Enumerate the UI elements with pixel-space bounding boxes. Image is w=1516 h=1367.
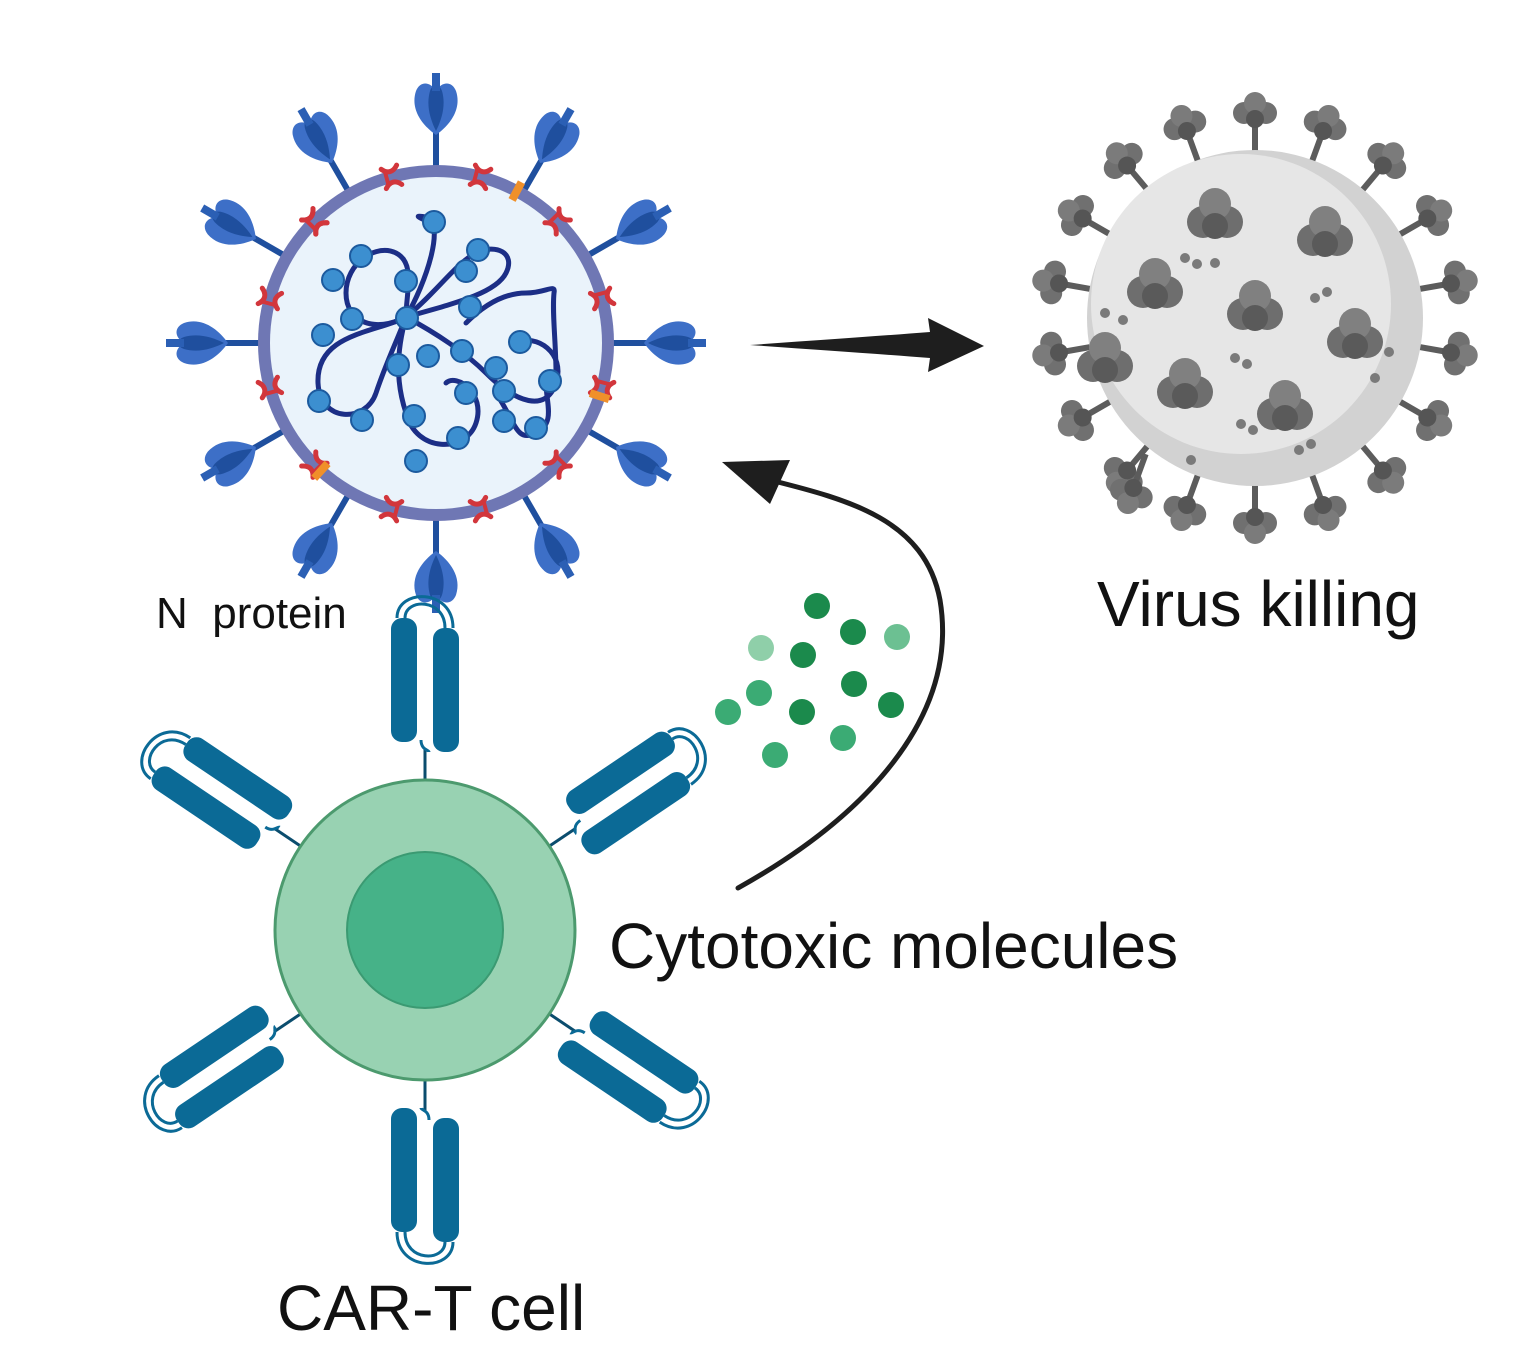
cytotoxic-molecules xyxy=(715,593,910,768)
t-cell-nucleus xyxy=(346,851,504,1009)
virus-killing-label: Virus killing xyxy=(1097,568,1420,640)
car-t-cell-icon xyxy=(128,595,722,1265)
arrow-icon xyxy=(750,318,984,372)
n-protein-label: N protein xyxy=(156,589,347,638)
membrane-proteins xyxy=(258,165,614,521)
dead-virus-surface xyxy=(1077,188,1394,521)
curved-arrow xyxy=(722,460,946,891)
car-t-cell-label: CAR-T cell xyxy=(277,1272,585,1344)
curved-arrow-head xyxy=(722,460,790,504)
nucleocapsid-beads xyxy=(307,210,562,473)
cytotoxic-molecules-label: Cytotoxic molecules xyxy=(609,910,1178,982)
killed-virus-icon xyxy=(1028,92,1482,544)
coronavirus-icon xyxy=(166,73,706,613)
